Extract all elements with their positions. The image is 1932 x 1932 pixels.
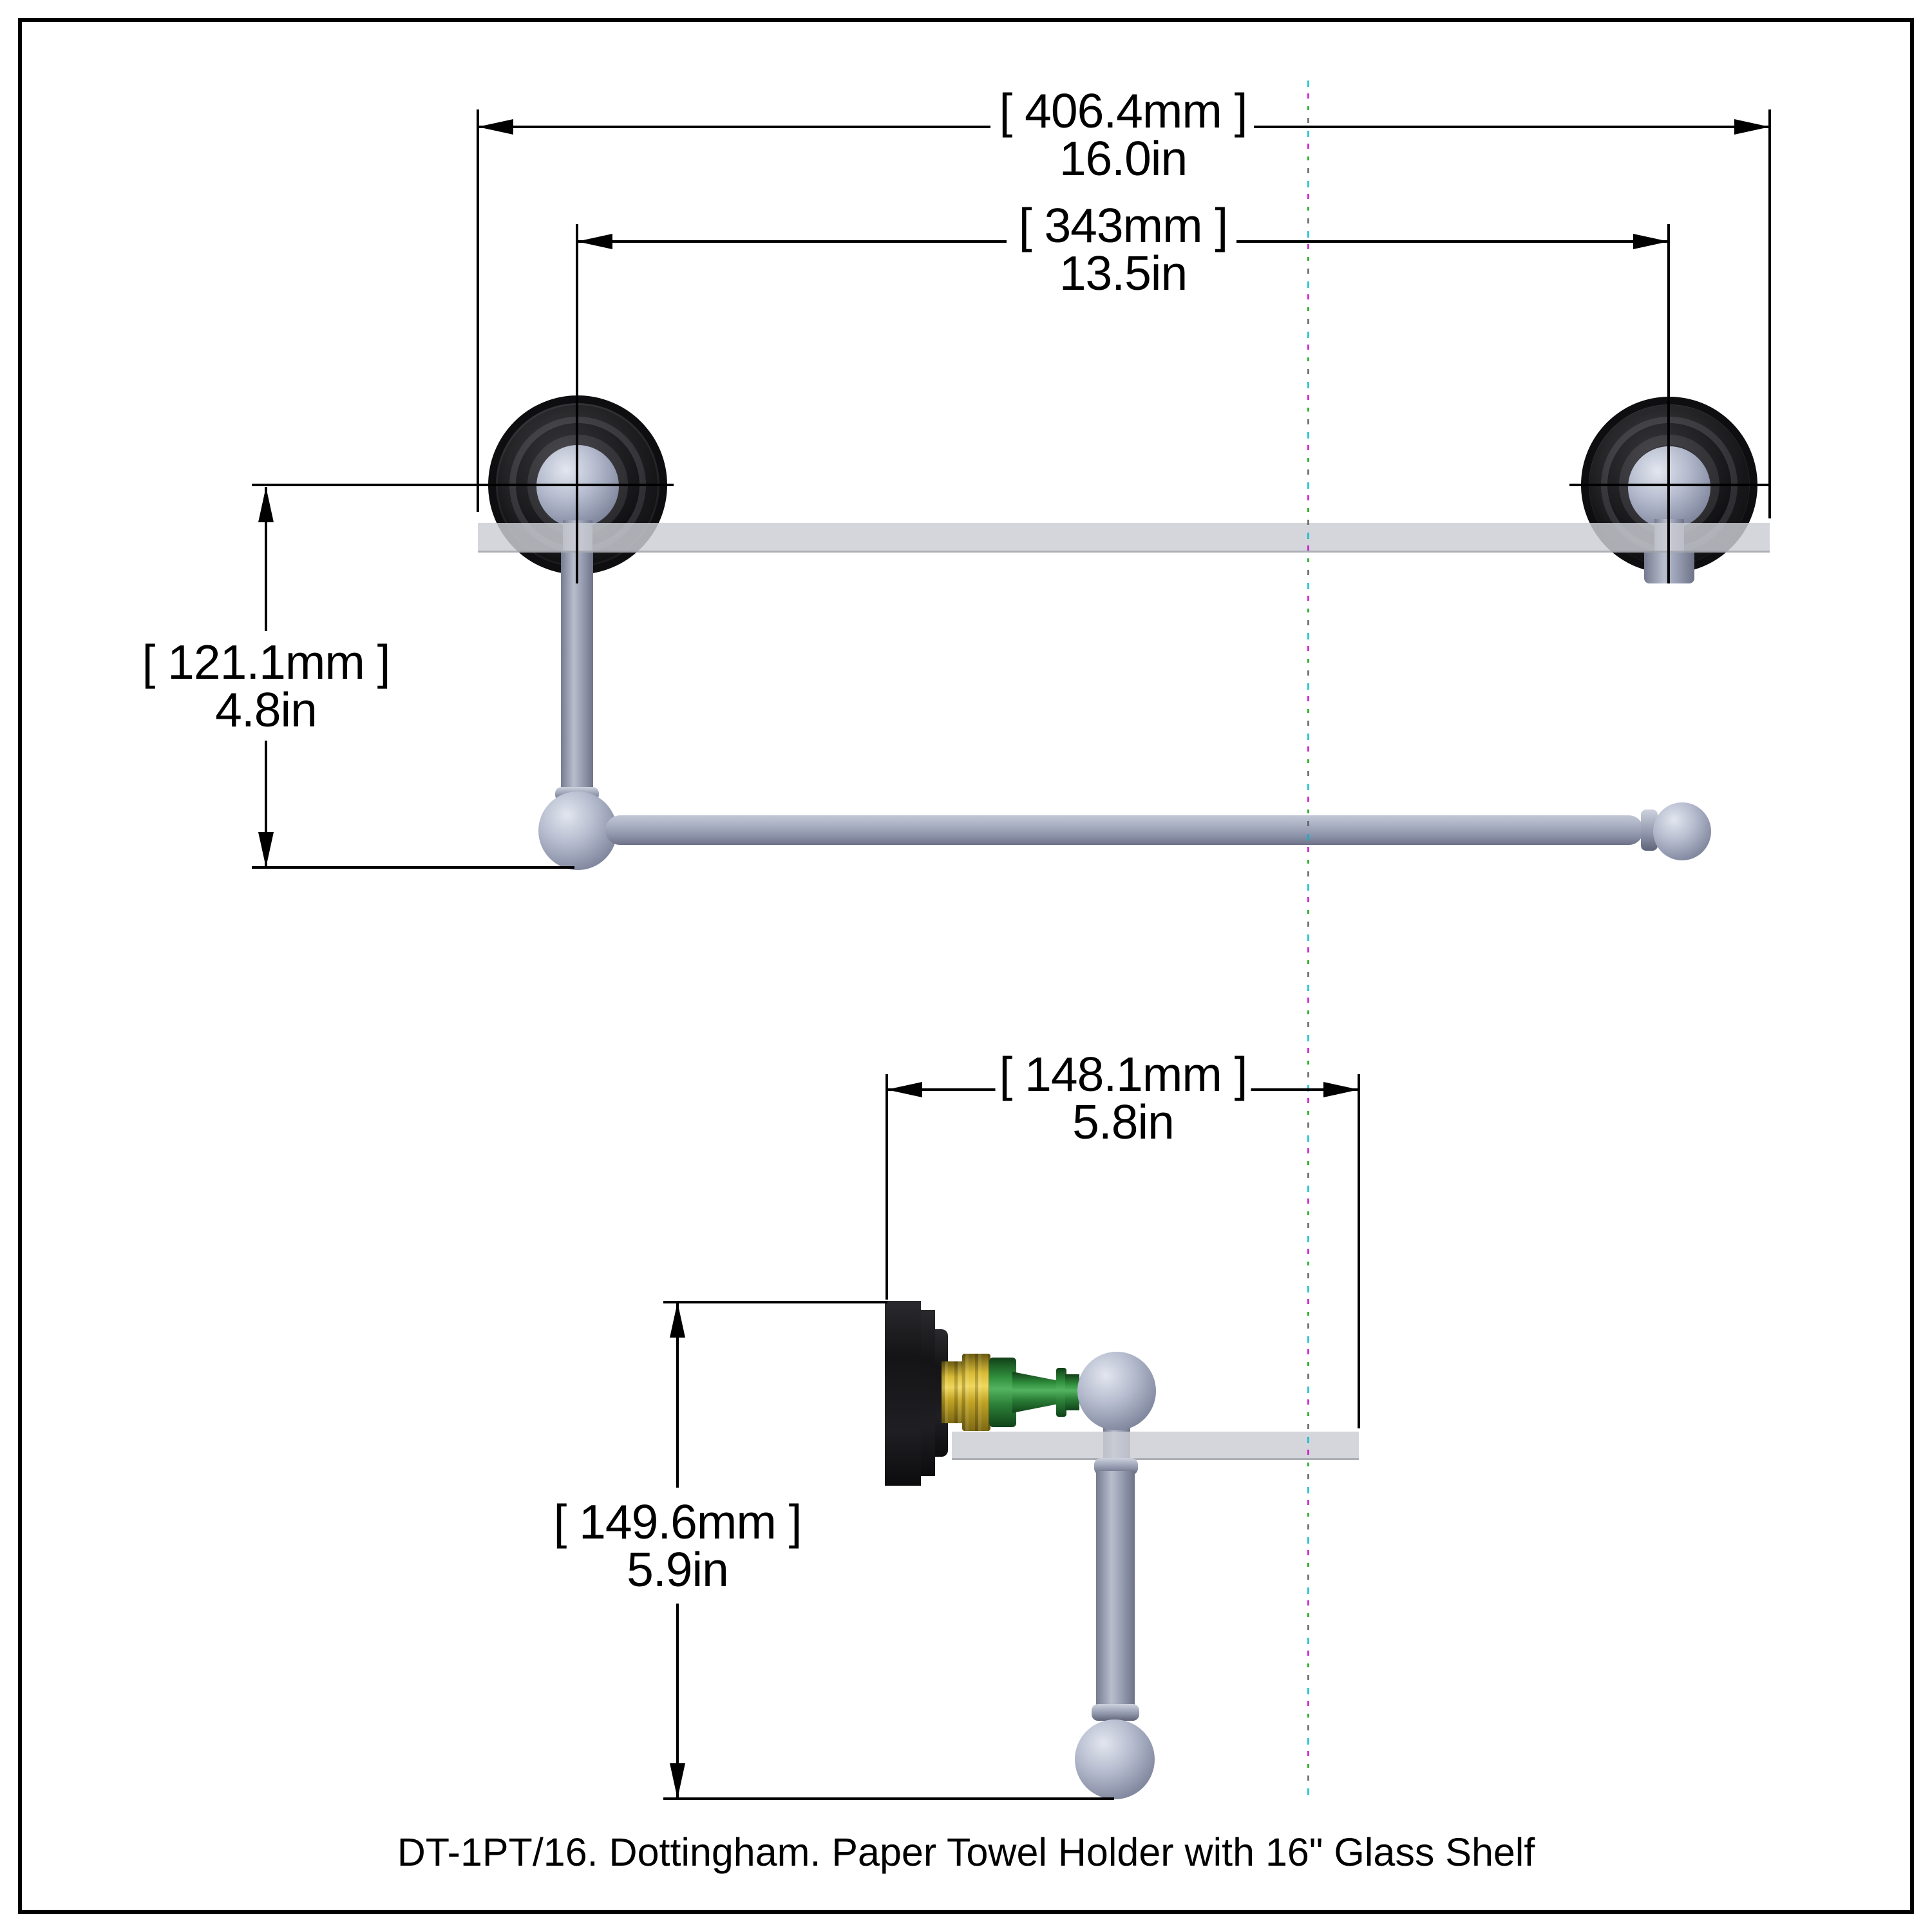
dim-overall-width-mm: [ 406.4mm ] xyxy=(995,83,1251,138)
dim-overall-width-line-right xyxy=(1254,126,1770,128)
dim-height-line-bottom xyxy=(676,1604,679,1799)
dim-mount-spacing-line-left xyxy=(577,240,1007,243)
dim-depth-ext-right xyxy=(1358,1074,1360,1428)
stem-yellow-rings xyxy=(942,1361,963,1423)
dim-bar-drop-ext-top xyxy=(252,484,674,486)
arrowhead-up-icon xyxy=(670,1302,685,1338)
side-backplate-step1 xyxy=(921,1310,935,1476)
dim-depth-mm: [ 148.1mm ] xyxy=(995,1046,1251,1102)
arrowhead-right-icon xyxy=(1734,119,1770,135)
side-mount-sphere xyxy=(1077,1352,1156,1430)
page-border xyxy=(18,18,1914,1914)
product-caption: DT-1PT/16. Dottingham. Paper Towel Holde… xyxy=(397,1830,1535,1874)
side-bar-ball xyxy=(1075,1719,1155,1799)
left-bar-ball xyxy=(538,791,617,870)
dim-overall-width-ext-left xyxy=(477,109,479,512)
stem-green-drum xyxy=(989,1358,1016,1427)
dim-bar-drop-line-bottom xyxy=(265,741,267,867)
side-hanging-post xyxy=(1096,1471,1135,1710)
dim-height-in: 5.9in xyxy=(623,1542,732,1597)
stem-yellow-drum xyxy=(962,1354,990,1431)
dim-depth-line-left xyxy=(887,1088,1010,1091)
dim-mount-spacing-ext-right xyxy=(1667,224,1670,583)
dim-mount-spacing-ext-left xyxy=(576,224,578,583)
dim-height-line-top xyxy=(676,1302,679,1488)
stem-green-tip xyxy=(1065,1374,1079,1410)
left-hanging-post xyxy=(561,551,593,795)
side-lower-collar xyxy=(1092,1704,1139,1721)
arrowhead-left-icon xyxy=(887,1082,922,1097)
dim-depth-ext-left xyxy=(886,1074,888,1300)
dim-depth-line-right xyxy=(1236,1088,1359,1091)
arrowhead-left-icon xyxy=(478,119,513,135)
dim-overall-width-ext-right xyxy=(1768,109,1771,518)
dim-bar-drop-line-top xyxy=(265,487,267,631)
right-mount-crosshair xyxy=(1569,484,1770,486)
dim-mount-spacing-in: 13.5in xyxy=(1055,245,1191,301)
arrowhead-up-icon xyxy=(258,487,274,522)
glass-shelf-side xyxy=(952,1432,1359,1460)
dim-bar-drop-in: 4.8in xyxy=(211,682,321,737)
towel-bar xyxy=(605,815,1643,845)
dim-overall-width-line-left xyxy=(478,126,990,128)
stem-green-collar xyxy=(1056,1368,1066,1417)
arrowhead-right-icon xyxy=(1323,1082,1359,1097)
side-backplate-base xyxy=(885,1301,921,1486)
arrowhead-down-icon xyxy=(258,832,274,867)
vertical-centerline xyxy=(1307,80,1309,1800)
arrowhead-right-icon xyxy=(1633,234,1669,249)
arrowhead-left-icon xyxy=(577,234,612,249)
bar-end-ball xyxy=(1653,802,1711,860)
dim-height-ext-bottom xyxy=(663,1797,1114,1800)
dim-bar-drop-mm: [ 121.1mm ] xyxy=(138,634,394,690)
dim-mount-spacing-line-right xyxy=(1236,240,1669,243)
dim-mount-spacing-mm: [ 343mm ] xyxy=(1014,198,1232,253)
arrowhead-down-icon xyxy=(670,1763,685,1799)
dim-height-mm: [ 149.6mm ] xyxy=(549,1494,806,1549)
glass-shelf-front xyxy=(478,523,1770,553)
dim-depth-in: 5.8in xyxy=(1068,1094,1178,1150)
dim-height-ext-top xyxy=(663,1301,887,1303)
dim-overall-width-in: 16.0in xyxy=(1055,131,1191,186)
dim-bar-drop-ext-bottom xyxy=(252,866,574,869)
